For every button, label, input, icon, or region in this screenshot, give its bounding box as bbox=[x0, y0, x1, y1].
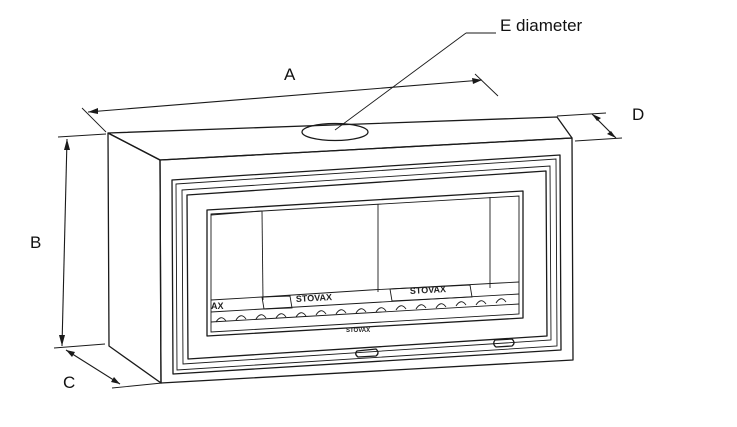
grate-bars bbox=[215, 298, 507, 323]
flue-opening bbox=[301, 122, 369, 142]
grate-brand-left-partial: AX bbox=[211, 301, 224, 311]
grate-brand-right: STOVAX bbox=[410, 284, 447, 296]
dimension-a: A bbox=[81, 65, 499, 133]
label-e: E diameter bbox=[500, 16, 583, 35]
frame-brand-badge: STOVAX bbox=[346, 328, 370, 334]
fuel-bed: AX STOVAX STOVAX bbox=[210, 281, 520, 323]
glass-panel bbox=[206, 190, 524, 337]
frame-details: STOVAX bbox=[346, 328, 515, 358]
dimension-d: D bbox=[556, 105, 644, 142]
label-a: A bbox=[284, 65, 296, 84]
door-frame bbox=[171, 154, 562, 375]
dimension-c: C bbox=[63, 349, 163, 392]
dimension-b: B bbox=[30, 133, 107, 349]
dimension-e: E diameter bbox=[334, 16, 583, 131]
stove-body bbox=[107, 116, 574, 384]
label-d: D bbox=[632, 105, 644, 124]
grate-brand-left: STOVAX bbox=[296, 292, 333, 304]
left-handle bbox=[355, 348, 379, 358]
label-b: B bbox=[30, 233, 41, 252]
label-c: C bbox=[63, 373, 75, 392]
right-handle bbox=[493, 338, 515, 348]
